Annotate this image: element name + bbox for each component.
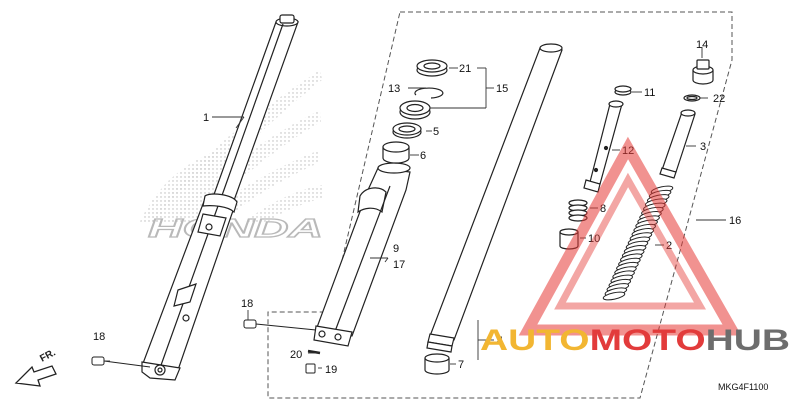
stopper-ring [414,87,444,99]
callout-5: 5 [433,126,439,138]
guide-bushing [424,353,450,375]
back-up-ring [392,122,422,139]
callout-17: 17 [393,259,405,271]
callout-6: 6 [420,150,426,162]
front-direction-arrow: FR. [14,347,58,387]
callout-4: 4 [497,335,503,347]
callout-2: 2 [666,240,672,252]
watermark-part-moto: MOTO [590,324,706,357]
callout-18-lower: 18 [93,331,105,343]
callout-20: 20 [290,349,302,361]
callout-1: 1 [203,112,209,124]
honda-brand-text: HONDA [148,213,323,243]
fork-piston-rod [583,100,624,193]
ring-top [614,85,632,96]
drain-bolt-upper [243,319,317,331]
callout-16: 16 [729,215,741,227]
callout-9: 9 [393,243,399,255]
watermark-part-auto: AUTO [480,324,590,357]
callout-8: 8 [600,203,606,215]
spring-collar [659,109,696,179]
fork-pipe [426,43,563,353]
outer-tube-assembly [313,162,411,347]
callout-10: 10 [588,233,600,245]
fork-bolt [692,59,714,85]
callout-19: 19 [325,364,337,376]
front-arrow-label: FR. [38,347,58,364]
callout-18-upper: 18 [241,298,253,310]
callouts: 1 21 13 15 5 6 9 17 18 18 20 19 4 7 11 1… [93,39,741,376]
callout-14: 14 [696,39,708,51]
diagram-code: MKG4F1100 [718,382,768,392]
callout-15: 15 [496,83,508,95]
callout-11: 11 [644,87,655,99]
slider-bushing [382,141,410,164]
o-ring-top [683,94,701,102]
drain-bolt-lower [91,356,151,368]
fork-leg-assembly [141,14,299,381]
callout-21: 21 [459,63,471,75]
callout-7: 7 [458,359,464,371]
callout-22: 22 [713,93,725,105]
callout-13: 13 [388,83,400,95]
oil-seal [399,100,431,120]
spring-coil [602,291,626,301]
socket-bolt [305,363,316,374]
watermark-part-hub: HUB [706,324,790,357]
dust-seal [416,59,448,77]
group-boundary [267,11,733,399]
callout-3: 3 [700,141,706,153]
